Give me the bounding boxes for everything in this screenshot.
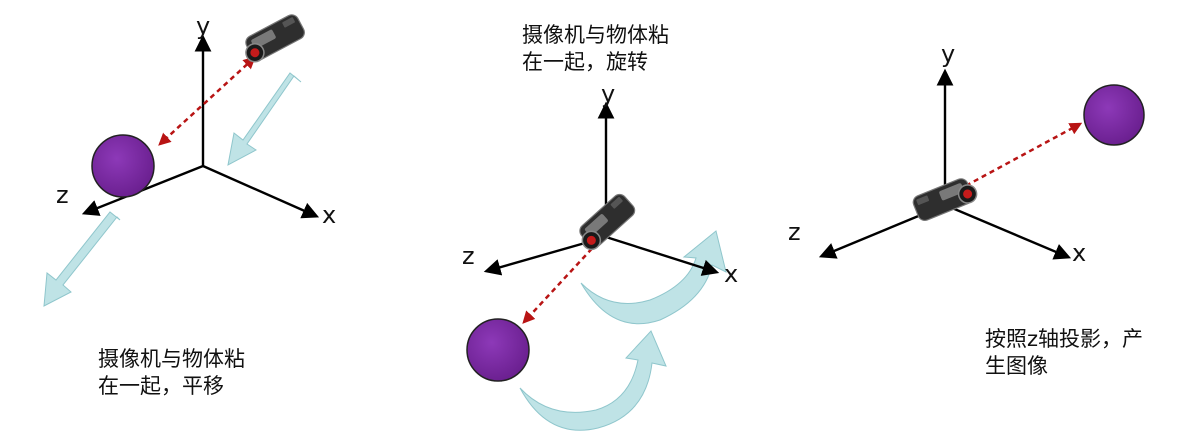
sphere-object [91,134,155,198]
caption-rotate: 摄像机与物体粘 在一起，旋转 [522,22,669,76]
axis-label-x: x [1072,239,1087,267]
translate-arrow [43,211,121,307]
caption-line: 在一起，平移 [98,373,224,398]
panel-rotate [466,101,727,431]
caption-translate: 摄像机与物体粘 在一起，平移 [98,346,245,400]
x-axis [944,203,1072,260]
sphere-object [466,318,530,382]
caption-line: 按照z轴投影，产 [985,327,1144,351]
axis-label-z: z [788,218,801,246]
translate-arrow [227,72,302,166]
axis-label-y: y [196,12,211,40]
axis-label-y: y [941,40,956,68]
axis-label-x: x [322,201,337,229]
x-axis [202,164,320,219]
rotate-arrow [580,230,727,325]
x-axis [605,235,720,276]
caption-line: 在一起，旋转 [522,49,648,74]
caption-projection: 按照z轴投影，产 生图像 [985,326,1143,380]
axis-label-y: y [601,80,616,108]
axis-label-z: z [56,181,69,209]
video-camera-icon [238,11,308,66]
caption-line: 摄像机与物体粘 [522,23,669,47]
axis-label-z: z [462,242,475,270]
view-ray [158,56,256,146]
panel-translate [43,11,320,307]
sphere-object [1083,84,1145,146]
rotate-arrow [519,330,667,431]
caption-line: 生图像 [985,353,1048,378]
caption-line: 摄像机与物体粘 [98,347,245,371]
panel-projection [818,68,1145,260]
view-ray [522,241,599,324]
axis-label-x: x [724,260,739,288]
view-ray [957,122,1083,192]
